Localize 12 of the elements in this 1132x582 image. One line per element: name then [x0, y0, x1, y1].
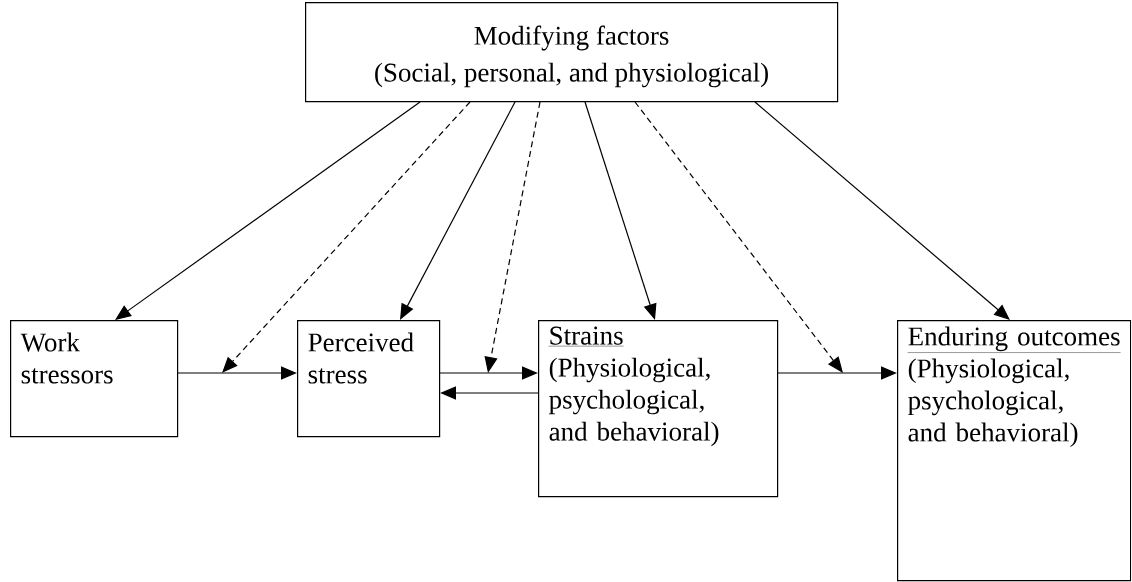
arrow [584, 101, 657, 320]
process-box: Strains (Physiological, psychological, and behavioral) [538, 320, 779, 498]
process-box: Enduring outcomes (Physiological, psychological, and behavioral) [897, 320, 1132, 582]
arrow [222, 101, 471, 373]
arrow [400, 101, 516, 320]
arrow [634, 101, 843, 373]
arrow [754, 101, 1010, 320]
arrow [484, 101, 541, 373]
arrow [115, 101, 421, 320]
process-box: Perceived stress [297, 320, 441, 438]
process-box: Modifying factors (Social, personal, and physiological) [305, 2, 839, 103]
process-box: Work stressors [10, 320, 179, 438]
